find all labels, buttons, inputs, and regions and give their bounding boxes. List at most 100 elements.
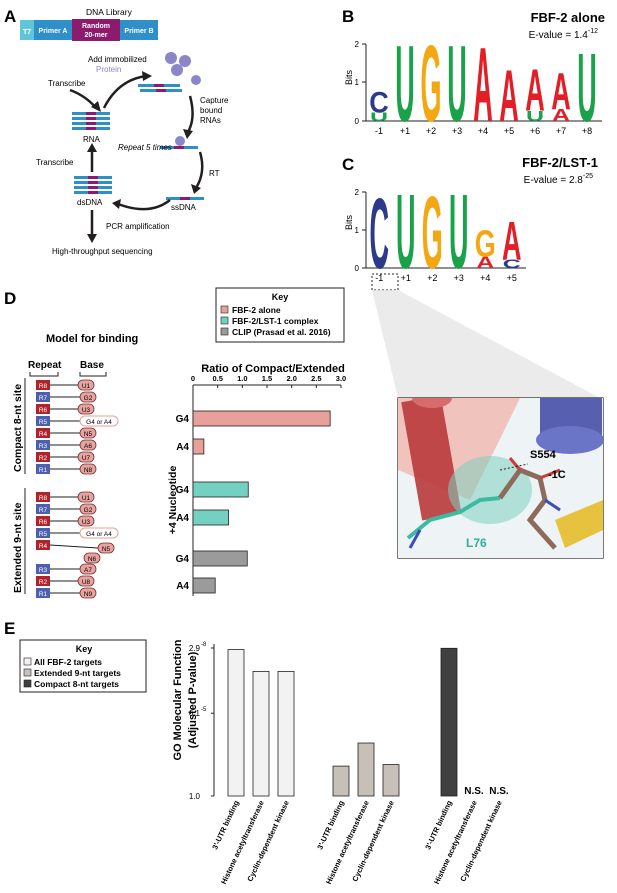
protein-label: Protein bbox=[96, 65, 121, 74]
panel-b-ytick-1: 1 bbox=[355, 78, 360, 87]
panel-b-ylabel: Bits bbox=[344, 69, 354, 85]
go-bar-0-1 bbox=[252, 670, 270, 797]
compact-base-n8: N8 bbox=[84, 467, 93, 474]
go-ns-label-2-2: N.S. bbox=[489, 786, 509, 797]
extended-base-u3: U3 bbox=[82, 519, 91, 526]
extended-site-label: Extended 9-nt site bbox=[12, 502, 24, 593]
c-logo-letter-2: G bbox=[422, 175, 443, 290]
panel-e-key-item-2: Compact 8-nt targets bbox=[34, 679, 119, 689]
rna-label: RNA bbox=[83, 135, 101, 144]
b-position-1: +1 bbox=[400, 126, 410, 136]
b-logo-letter-5: A bbox=[499, 55, 519, 137]
b-logo-small-6: U bbox=[526, 108, 544, 125]
extended-repeat-r8: R8 bbox=[39, 495, 48, 502]
ratio-category-2-1: A4 bbox=[176, 581, 189, 592]
random-20mer-label: 20-mer bbox=[85, 32, 108, 39]
b-position-5: +5 bbox=[504, 126, 514, 136]
c-position-3: +3 bbox=[454, 273, 464, 283]
compact-repeat-r5: R5 bbox=[39, 419, 48, 426]
structure-inset: S554 -1C L76 bbox=[397, 397, 604, 559]
panel-b-evalue-exp: -12 bbox=[588, 28, 598, 35]
extended-repeat-r4: R4 bbox=[39, 543, 48, 550]
go-ytick-exp-1: -5 bbox=[201, 707, 207, 713]
ratio-category-2-0: G4 bbox=[176, 554, 190, 565]
ratio-bar-0-0 bbox=[192, 410, 331, 427]
panel-b-yaxis: 0 1 2 bbox=[355, 40, 602, 126]
ratio-xtick-4: 2.0 bbox=[286, 374, 296, 383]
panel-d-key-item-2: CLIP (Prasad et al. 2016) bbox=[232, 327, 331, 337]
ratio-xtick-1: 0.5 bbox=[212, 374, 222, 383]
ratio-bar-0-1 bbox=[192, 438, 205, 455]
compact-row-4: R5 G4 or A4 bbox=[36, 415, 119, 427]
panel-e-key: Key All FBF-2 targets Extended 9-nt targ… bbox=[19, 639, 147, 693]
transcribe-top-label: Transcribe bbox=[48, 79, 86, 88]
c-position-2: +2 bbox=[427, 273, 437, 283]
panel-d-key-title: Key bbox=[272, 292, 289, 302]
model-title: Model for binding bbox=[46, 333, 138, 345]
compact-base-g4-or-a4: G4 or A4 bbox=[86, 419, 112, 426]
b-position-8: +8 bbox=[582, 126, 592, 136]
ssdna-label: ssDNA bbox=[171, 203, 197, 212]
captured-rna bbox=[160, 136, 198, 149]
go-bar-2-0 bbox=[440, 647, 458, 797]
panel-c-ytick-2: 2 bbox=[355, 188, 360, 197]
extended-base-a7: A7 bbox=[84, 567, 92, 574]
extended-row-1: R8 U1 bbox=[36, 491, 95, 503]
panel-a: A DNA Library T7 Primer A Random 20-mer … bbox=[4, 7, 229, 256]
capture-label-3: RNAs bbox=[200, 116, 221, 125]
ratio-chart-title: Ratio of Compact/Extended bbox=[201, 363, 345, 375]
panel-letter-c: C bbox=[342, 155, 354, 174]
extended-base-u1: U1 bbox=[82, 495, 91, 502]
c-position-5: +5 bbox=[507, 273, 517, 283]
extended-base-n5: N5 bbox=[102, 546, 111, 553]
panel-b-title: FBF-2 alone bbox=[531, 10, 605, 25]
extended-base-n9: N9 bbox=[84, 591, 93, 598]
panel-c-yaxis: 0 1 2 bbox=[355, 188, 526, 273]
c-position-4: +4 bbox=[480, 273, 490, 283]
ratio-bar-1-1 bbox=[192, 509, 229, 526]
panel-e-key-title: Key bbox=[76, 644, 93, 654]
b-logo-letter-2: G bbox=[420, 22, 441, 144]
compact-base-g2: G2 bbox=[84, 395, 93, 402]
panel-e-key-item-0: All FBF-2 targets bbox=[34, 657, 102, 667]
compact-repeat-r7: R7 bbox=[39, 395, 48, 402]
panel-c-ytick-1: 1 bbox=[355, 226, 360, 235]
ratio-chart-ylabel: +4 Nucleotide bbox=[167, 466, 179, 535]
b-logo-small-7: A bbox=[552, 106, 570, 125]
extended-repeat-r3: R3 bbox=[39, 567, 48, 574]
panel-e: E Key All FBF-2 targets Extended 9-nt ta… bbox=[4, 619, 509, 886]
minus1c-label: -1C bbox=[548, 469, 566, 481]
extended-base-n6: N6 bbox=[88, 556, 97, 563]
b-logo-letter-6: A bbox=[525, 56, 545, 123]
extended-repeat-r2: R2 bbox=[39, 579, 48, 586]
s554-label: S554 bbox=[530, 449, 557, 461]
go-bar-0-0 bbox=[227, 649, 245, 797]
ratio-category-1-1: A4 bbox=[176, 513, 189, 524]
b-logo-letter-8: U bbox=[577, 34, 596, 143]
compact-repeat-r8: R8 bbox=[39, 383, 48, 390]
go-bar-1-0 bbox=[332, 765, 350, 797]
extended-repeat-r6: R6 bbox=[39, 519, 48, 526]
c-logo-letter-1: U bbox=[396, 173, 415, 291]
minus1-highlight-box bbox=[371, 273, 399, 291]
b-position-7: +7 bbox=[556, 126, 566, 136]
go-bar-1-1 bbox=[357, 742, 375, 797]
c-logo-small-4: A bbox=[476, 254, 494, 272]
b-logo-letter-4: A bbox=[473, 26, 492, 144]
extended-row-3: R6 U3 bbox=[36, 515, 95, 527]
ratio-category-0-1: A4 bbox=[176, 442, 189, 453]
panel-b: B FBF-2 alone E-value = 1.4-12 Bits 0 1 … bbox=[342, 7, 605, 144]
panel-c-evalue: E-value = 2.8-25 bbox=[524, 173, 593, 186]
c-logo-small-5: C bbox=[503, 258, 521, 271]
b-logo-letter-7: A bbox=[551, 62, 571, 120]
